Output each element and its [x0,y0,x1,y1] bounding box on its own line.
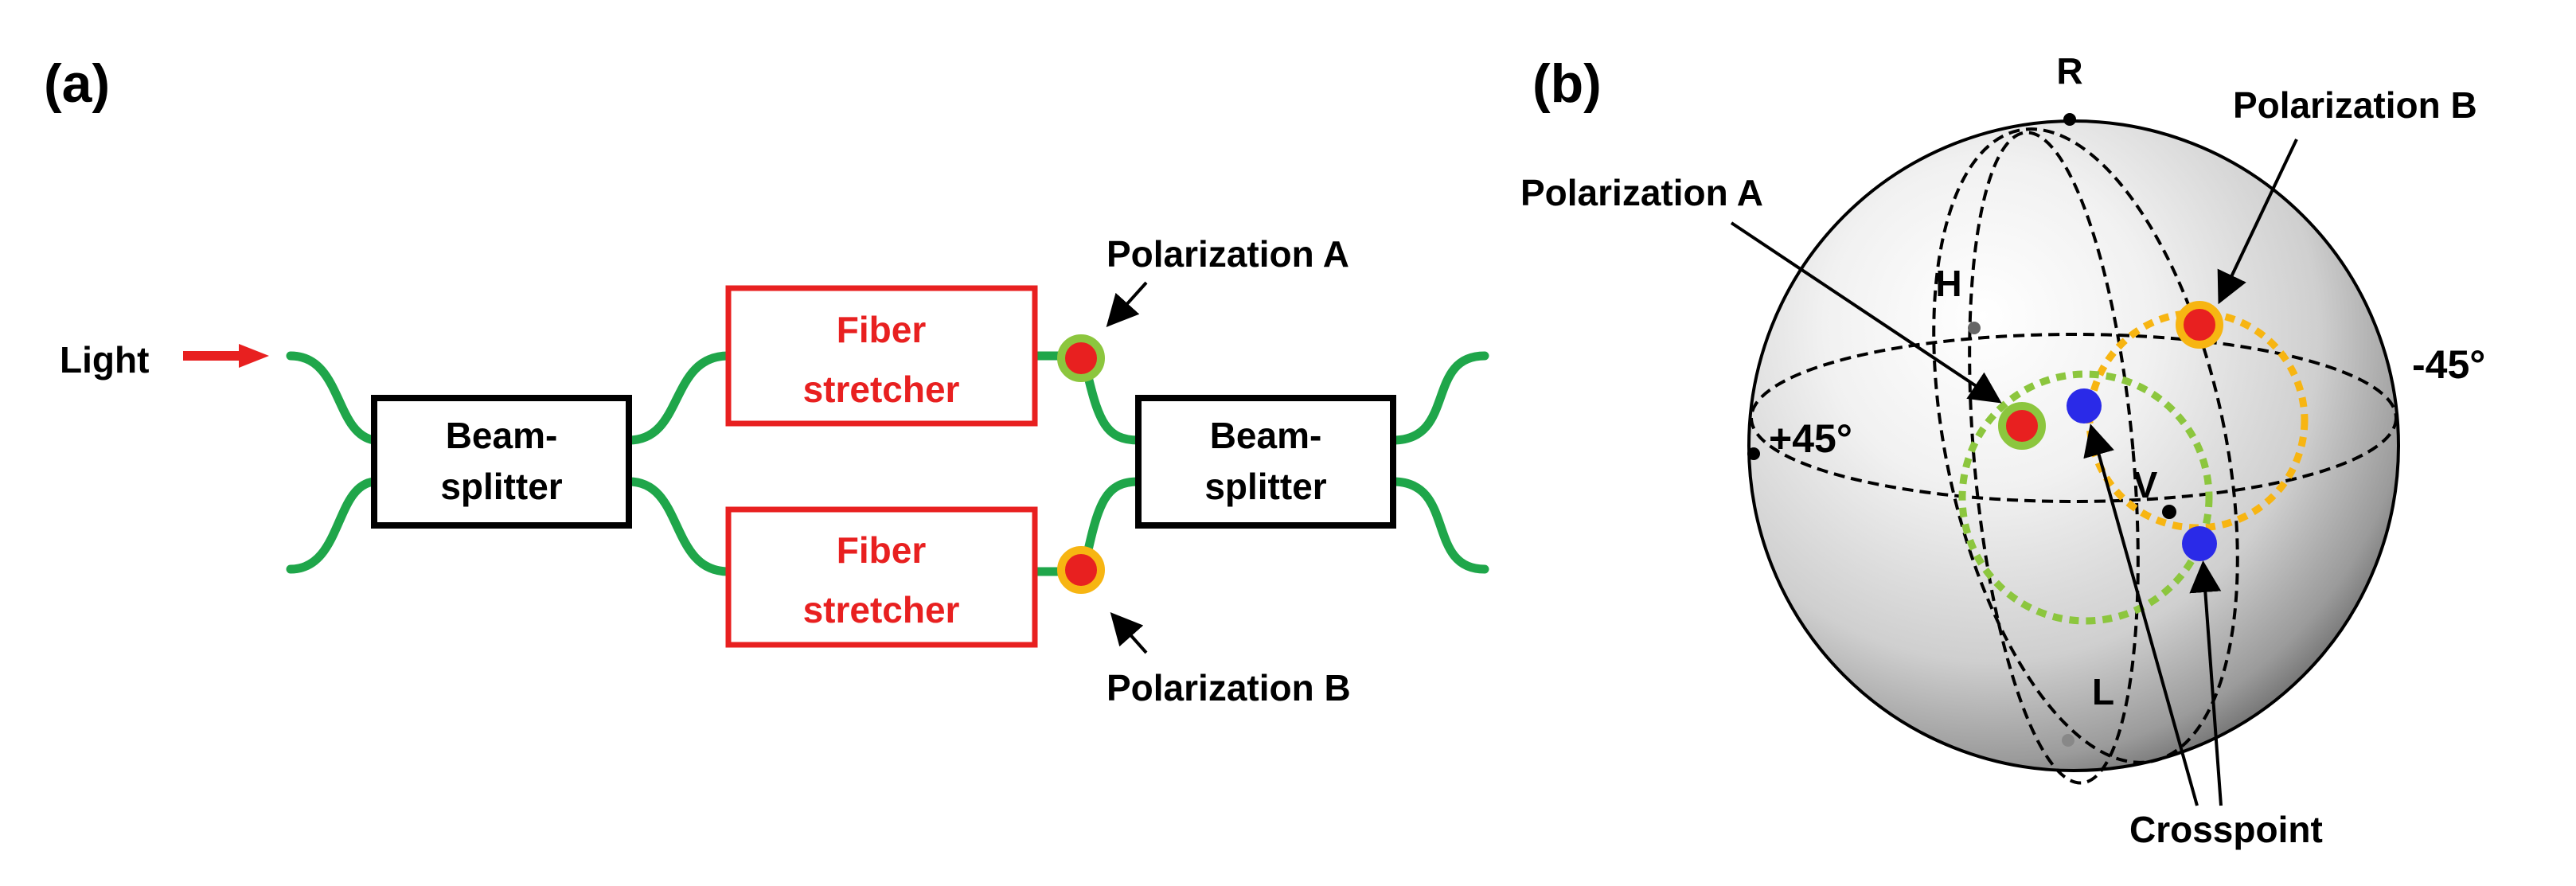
polarization-b-marker [1057,546,1105,594]
pole-l-label: L [2092,671,2114,712]
pole-r-label: R [2056,50,2082,92]
point-v-dot [2162,505,2176,519]
beamsplitter-left-line2: splitter [440,466,562,507]
beamsplitter-right-line1: Beam- [1210,415,1322,456]
polarization-a-arrow [1106,281,1148,327]
crosspoint-upper [2067,388,2102,423]
crosspoint-arrow-upper [2083,423,2199,806]
panel-a-label: (a) [44,53,110,114]
crosspoint-label: Crosspoint [2129,809,2323,850]
point-plus45-dot [1747,447,1760,460]
sphere-polarization-a-marker [1998,402,2046,450]
stretcher-bottom-line2: stretcher [803,589,960,630]
light-label: Light [60,339,149,381]
panel-b-label: (b) [1532,53,1602,114]
beamsplitter-right-line2: splitter [1204,466,1326,507]
pole-l-dot [2062,734,2074,747]
point-h-label: H [1935,263,1961,304]
beamsplitter-left: Beam- splitter [371,395,632,529]
stretcher-top-line2: stretcher [803,369,960,410]
beamsplitter-left-line1: Beam- [446,415,558,456]
stretcher-top-line1: Fiber [837,309,927,350]
fiber-network [286,351,1489,576]
fiber-stretcher-top: Fiber stretcher [725,285,1038,427]
stretcher-bottom-line1: Fiber [837,529,927,571]
beamsplitter-right: Beam- splitter [1135,395,1396,529]
polarization-b-arrow [1110,612,1148,654]
point-minus45-label: -45° [2412,342,2485,387]
sphere-polarization-b-marker [2176,301,2223,349]
polarization-b-label-a: Polarization B [1107,667,1351,708]
polarization-a-label-b: Polarization A [1520,172,1763,213]
crosspoint-arrow-lower [2189,560,2223,806]
polarization-a-label-a: Polarization A [1107,233,1349,275]
point-h-dot [1968,322,1981,334]
point-v-label: V [2133,464,2158,505]
fiber-stretcher-bottom: Fiber stretcher [725,506,1038,648]
sphere-polarization-b-arrow [2217,139,2298,305]
point-plus45-label: +45° [1769,416,1852,461]
polarization-a-marker [1057,334,1105,382]
polarization-b-label-b: Polarization B [2233,84,2477,126]
crosspoint-lower [2182,526,2217,561]
pole-r-dot [2063,113,2076,126]
sphere-polarization-a-arrow [1730,221,2002,404]
light-arrow [183,344,269,368]
